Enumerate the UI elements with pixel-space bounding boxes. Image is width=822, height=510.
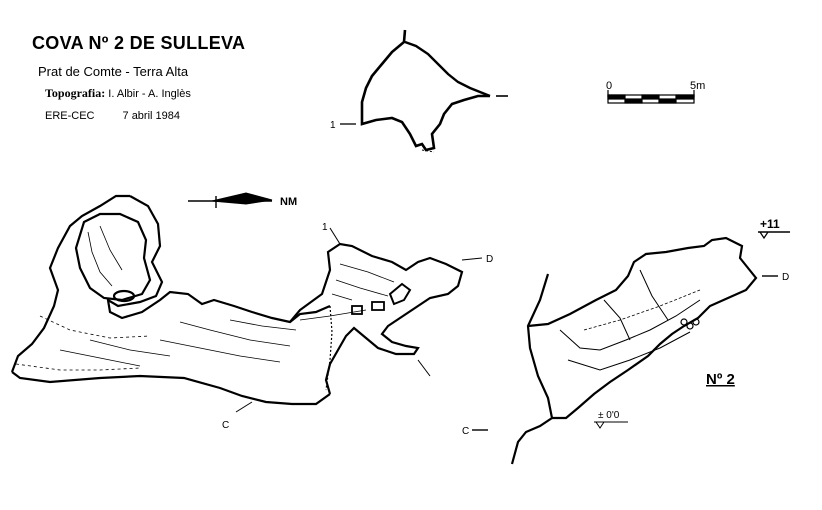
survey-title: COVA Nº 2 DE SULLEVA <box>32 33 246 53</box>
cross-section-1 <box>340 29 508 153</box>
survey-location: Prat de Comte - Terra Alta <box>38 64 189 79</box>
topography-authors: I. Albir - A. Inglès <box>108 88 191 100</box>
level-top-label: +11 <box>760 217 780 231</box>
profile-section-d-label: D <box>782 272 789 283</box>
cave-profile-view <box>472 231 790 465</box>
plan-section-d-label: D <box>486 254 493 265</box>
scale-min-label: 0 <box>606 80 612 92</box>
level-base-label: ± 0'0 <box>598 410 620 421</box>
cave-number-label: Nº 2 <box>706 371 735 388</box>
survey-date: 7 abril 1984 <box>122 110 181 122</box>
cave-plan-view <box>10 194 483 413</box>
profile-section-c-label: C <box>462 426 469 437</box>
north-arrow-icon <box>188 192 273 208</box>
scale-bar <box>607 90 695 104</box>
club-name: ERE-CEC <box>45 110 95 122</box>
survey-org-date: ERE-CEC 7 abril 1984 <box>45 110 180 122</box>
survey-credits: Topografia: I. Albir - A. Inglès <box>45 86 191 101</box>
plan-section-c-label: C <box>222 420 229 431</box>
topography-label: Topografia: <box>45 86 106 100</box>
cross-section-1-label: 1 <box>330 120 336 131</box>
scale-max-label: 5m <box>690 80 705 92</box>
plan-section-1-label: 1 <box>322 222 328 233</box>
north-label: NM <box>280 196 297 208</box>
